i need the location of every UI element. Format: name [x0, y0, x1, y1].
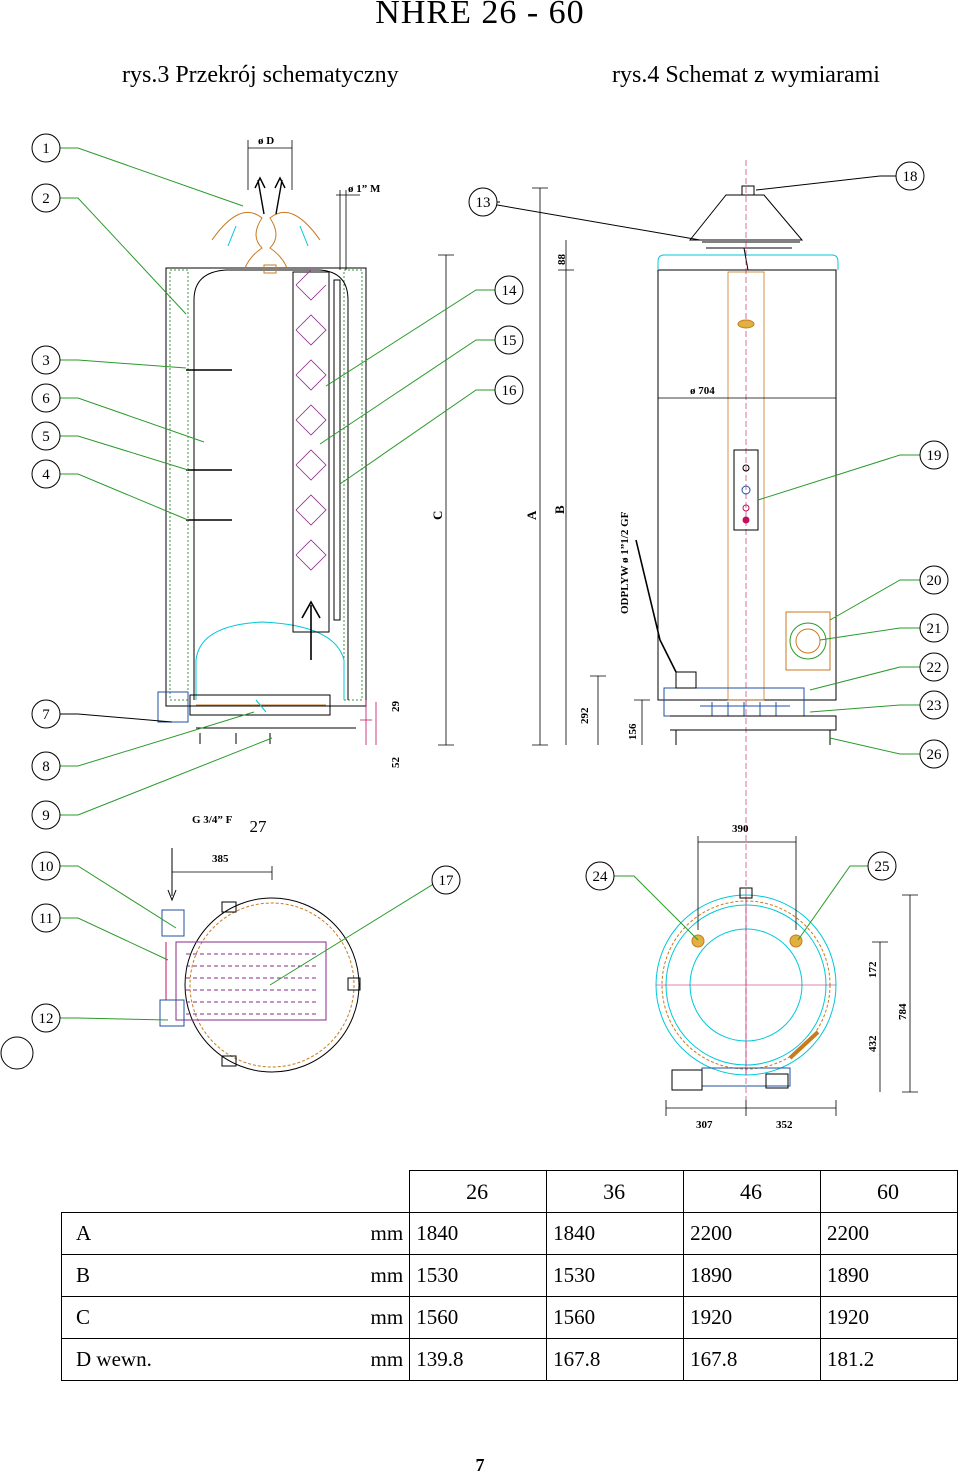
label-c: C	[430, 511, 445, 520]
model-60: 60	[820, 1170, 958, 1213]
caption-cross-section: rys.3 Przekrój schematyczny	[122, 62, 399, 88]
callout-3: 3	[42, 353, 50, 369]
label-a: A	[524, 510, 539, 520]
label-diameter-704: ø 704	[690, 385, 715, 397]
cell: 1840	[409, 1212, 548, 1255]
elevation-figure	[532, 160, 839, 1100]
label-432: 432	[867, 1035, 879, 1052]
table-header-row: 26 36 46 60	[61, 1170, 958, 1213]
table-row: D wewn. mm 139.8 167.8 167.8 181.2	[60, 1338, 958, 1381]
label-784: 784	[897, 1003, 909, 1020]
callout-23: 23	[927, 698, 942, 714]
model-46: 46	[683, 1170, 822, 1213]
row-label: B	[60, 1254, 348, 1297]
cell: 1560	[409, 1296, 548, 1339]
callout-22: 22	[927, 660, 942, 676]
technical-drawing: 1 2 3 6 5 4 7 8 9 10 11 12 13 14 15 16 1…	[0, 133, 949, 1131]
row-label: C	[60, 1296, 348, 1339]
label-390: 390	[732, 823, 749, 835]
caption-dimension-diagram: rys.4 Schemat z wymiarami	[612, 62, 880, 88]
callout-27: 27	[250, 817, 268, 836]
model-36: 36	[546, 1170, 685, 1213]
document-title: NHRE 26 - 60	[375, 0, 585, 31]
cell: 1530	[546, 1254, 685, 1297]
callout-26: 26	[927, 747, 943, 763]
callout-18: 18	[903, 169, 918, 185]
callout-10: 10	[39, 859, 54, 875]
leader-lines-left	[58, 147, 701, 816]
label-172: 172	[867, 961, 879, 978]
leader-lines-top-view	[614, 865, 870, 941]
row-unit: mm	[347, 1296, 411, 1339]
label-diameter-1m: ø 1” M	[348, 183, 381, 195]
cell: 2200	[820, 1212, 958, 1255]
leader-lines-plan	[58, 865, 460, 1021]
row-label: D wewn.	[60, 1338, 348, 1381]
top-view-figure	[655, 836, 918, 1116]
dimensions-table: 26 36 46 60 A mm 1840 1840 2200 2200 B m…	[60, 1170, 958, 1381]
callout-12: 12	[39, 1011, 54, 1027]
table-row: A mm 1840 1840 2200 2200	[60, 1212, 958, 1255]
label-diameter-d: ø D	[258, 135, 274, 147]
callout-13: 13	[476, 195, 491, 211]
callout-2: 2	[42, 191, 50, 207]
callout-19: 19	[927, 448, 942, 464]
label-odplyw: ODPLYW ø 1”1/2 GF	[619, 511, 631, 614]
label-29: 29	[390, 701, 402, 713]
burner-plan-figure	[159, 848, 361, 1073]
label-g34f: G 3/4” F	[192, 814, 233, 826]
callout-5: 5	[42, 429, 50, 445]
callout-17: 17	[439, 873, 455, 889]
callout-16: 16	[502, 383, 518, 399]
callout-14: 14	[502, 283, 518, 299]
table-row: C mm 1560 1560 1920 1920	[60, 1296, 958, 1339]
callout-8: 8	[42, 759, 50, 775]
callout-20: 20	[927, 573, 942, 589]
cell: 1890	[683, 1254, 822, 1297]
cell: 167.8	[546, 1338, 685, 1381]
label-88: 88	[556, 254, 568, 266]
blank-callout-circle	[0, 1036, 34, 1070]
cell: 139.8	[409, 1338, 548, 1381]
label-385: 385	[212, 853, 229, 865]
label-b: B	[552, 505, 567, 514]
label-307: 307	[696, 1119, 713, 1131]
table-row: B mm 1530 1530 1890 1890	[60, 1254, 958, 1297]
cell: 2200	[683, 1212, 822, 1255]
row-label: A	[60, 1212, 348, 1255]
callout-15: 15	[502, 333, 517, 349]
cell: 167.8	[683, 1338, 822, 1381]
callout-circles	[31, 133, 949, 1033]
table-corner	[61, 1170, 411, 1213]
callout-7: 7	[42, 707, 50, 723]
cell: 1560	[546, 1296, 685, 1339]
label-156: 156	[627, 723, 639, 740]
callout-21: 21	[927, 621, 942, 637]
label-52: 52	[390, 757, 402, 769]
label-352: 352	[776, 1119, 793, 1131]
cell: 1840	[546, 1212, 685, 1255]
model-26: 26	[409, 1170, 548, 1213]
cell: 181.2	[820, 1338, 958, 1381]
leader-lines-right	[755, 175, 920, 755]
callout-1: 1	[42, 141, 50, 157]
label-292: 292	[579, 707, 591, 724]
callout-numbers: 1 2 3 6 5 4 7 8 9 10 11 12 13 14 15 16 1…	[39, 141, 943, 1027]
row-unit: mm	[347, 1338, 411, 1381]
row-unit: mm	[347, 1254, 411, 1297]
cell: 1890	[820, 1254, 958, 1297]
dimension-labels: ø D ø 1” M C A B 88 ø 704 ODPLYW ø 1”1/2…	[192, 135, 909, 1131]
cell: 1920	[683, 1296, 822, 1339]
callout-9: 9	[42, 808, 50, 824]
cell: 1920	[820, 1296, 958, 1339]
callout-11: 11	[39, 911, 53, 927]
callout-24: 24	[593, 869, 609, 885]
row-unit: mm	[347, 1212, 411, 1255]
callout-4: 4	[42, 467, 50, 483]
callout-25: 25	[875, 859, 890, 875]
page-number: 7	[475, 1455, 485, 1475]
cross-section-figure	[157, 140, 454, 746]
callout-6: 6	[42, 391, 50, 407]
cell: 1530	[409, 1254, 548, 1297]
